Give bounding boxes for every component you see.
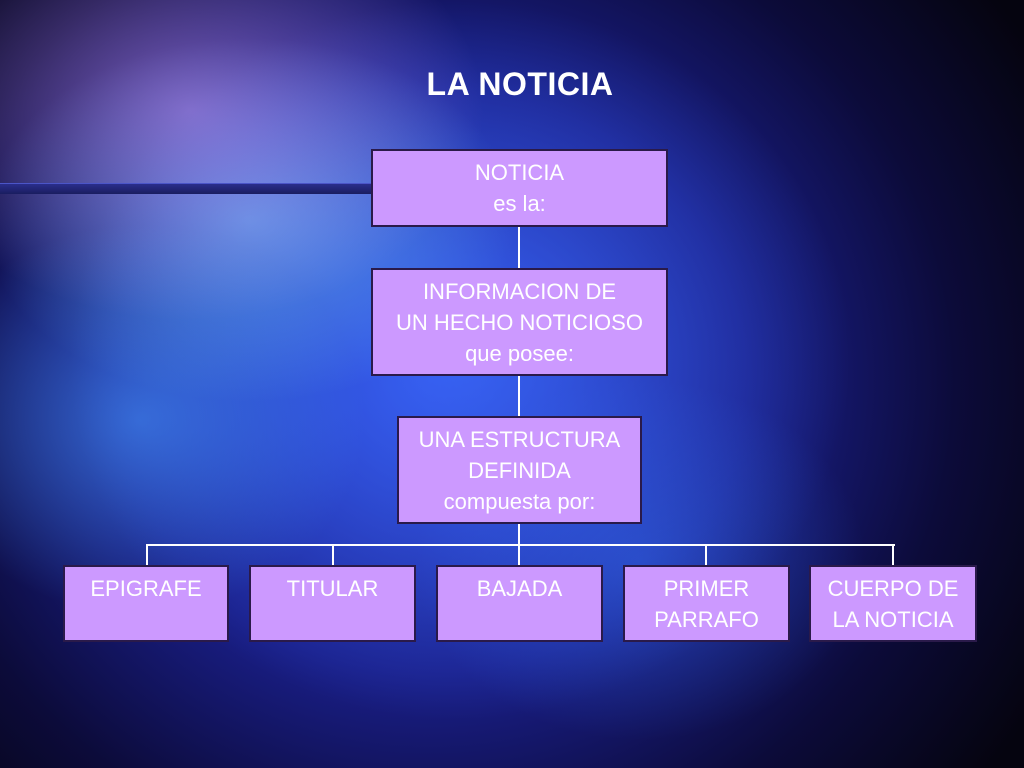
- box-estructura-line1: UNA ESTRUCTURA: [418, 427, 621, 452]
- box-titular-line1: TITULAR: [286, 576, 379, 601]
- box-epigrafe-line1: EPIGRAFE: [90, 576, 202, 601]
- box-cuerpo-noticia: CUERPO DE LA NOTICIA: [809, 565, 977, 642]
- slide-title: LA NOTICIA: [426, 66, 614, 102]
- box-bajada-line1: BAJADA: [476, 576, 563, 601]
- box-estructura-line3: compuesta por:: [443, 489, 596, 514]
- box-bajada: BAJADA: [436, 565, 603, 642]
- box-primer-parrafo-line1: PRIMER: [663, 576, 750, 601]
- connector-level3-down: [518, 523, 520, 545]
- box-primer-parrafo: PRIMER PARRAFO: [623, 565, 790, 642]
- box-noticia: NOTICIA es la:: [371, 149, 668, 227]
- box-informacion-line3: que posee:: [465, 341, 574, 366]
- box-informacion-line1: INFORMACION DE: [422, 279, 617, 304]
- box-estructura: UNA ESTRUCTURA DEFINIDA compuesta por:: [397, 416, 642, 524]
- box-noticia-line1: NOTICIA: [474, 160, 565, 185]
- connector-to-part-4: [705, 544, 707, 566]
- connector-horizontal: [146, 544, 895, 546]
- box-cuerpo-noticia-line1: CUERPO DE: [827, 576, 959, 601]
- connector-level2-to-level3: [518, 375, 520, 418]
- connector-to-part-5: [892, 544, 894, 566]
- box-informacion-line2: UN HECHO NOTICIOSO: [396, 310, 643, 335]
- box-informacion: INFORMACION DE UN HECHO NOTICIOSO que po…: [371, 268, 668, 376]
- box-epigrafe: EPIGRAFE: [63, 565, 229, 642]
- decorative-bar: [0, 183, 373, 194]
- connector-root-to-level2: [518, 226, 520, 270]
- box-cuerpo-noticia-line2: LA NOTICIA: [832, 607, 954, 632]
- connector-to-part-2: [332, 544, 334, 566]
- box-estructura-line2: DEFINIDA: [468, 458, 571, 483]
- box-titular: TITULAR: [249, 565, 416, 642]
- box-primer-parrafo-line2: PARRAFO: [654, 607, 759, 632]
- connector-to-part-3: [518, 544, 520, 566]
- box-noticia-line2: es la:: [493, 191, 546, 216]
- connector-to-part-1: [146, 544, 148, 566]
